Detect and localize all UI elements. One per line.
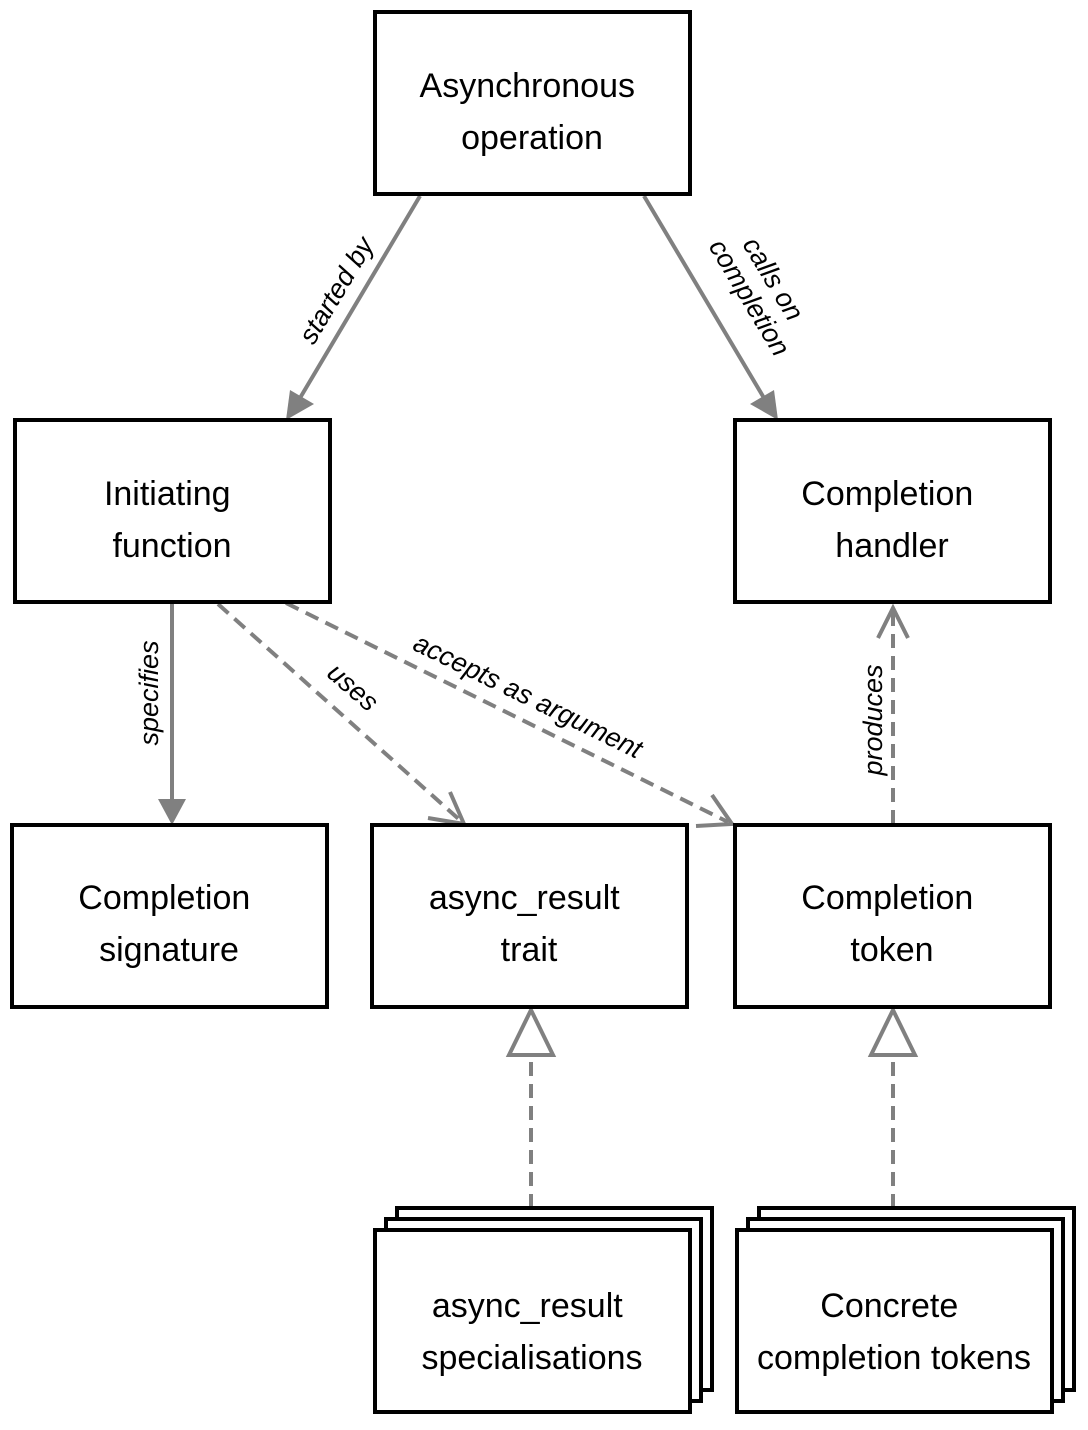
node-completion-signature-label: Completion signature [78, 879, 259, 969]
node-label-line: Initiating [104, 475, 231, 513]
edge-label-produces: produces [858, 664, 888, 776]
edge-started-by: started by [286, 194, 422, 420]
node-async-result-trait: async_result trait [370, 823, 689, 1009]
node-label-line: Completion [801, 475, 973, 513]
node-label-line: async_result [429, 879, 620, 917]
node-label-line: Concrete [820, 1287, 958, 1325]
node-completion-token: Completion token [733, 823, 1052, 1009]
node-concrete-completion-tokens-label: Concrete completion tokens [757, 1287, 1031, 1377]
node-label-line: trait [501, 931, 558, 969]
edge-produces: produces [858, 603, 910, 824]
edge-label-accepts-as-argument: accepts as argument [409, 627, 649, 764]
node-completion-token-label: Completion token [801, 879, 982, 969]
node-async-result-specialisations: async_result specialisations [373, 1206, 714, 1414]
node-completion-signature: Completion signature [10, 823, 329, 1009]
node-initiating-function: Initiating function [13, 418, 332, 604]
node-completion-handler: Completion handler [733, 418, 1052, 604]
node-label-line: Completion [801, 879, 973, 917]
node-completion-handler-label: Completion handler [801, 475, 982, 565]
node-concrete-completion-tokens: Concrete completion tokens [735, 1206, 1076, 1414]
node-async-result-trait-label: async_result trait [429, 879, 629, 969]
node-asynchronous-operation-label: Asynchronous operation [420, 67, 645, 157]
node-label-line: signature [99, 931, 239, 969]
edge-specifies: specifies [134, 604, 186, 825]
edge-realizes-async-result-trait [505, 1005, 557, 1230]
node-asynchronous-operation: Asynchronous operation [373, 10, 692, 196]
edge-calls-on-completion: calls on completion [642, 194, 822, 420]
node-label-line: handler [835, 527, 948, 565]
edge-label-started-by: started by [293, 231, 381, 349]
node-label-line: token [850, 931, 933, 969]
node-label-line: Completion [78, 879, 250, 917]
node-label-line: function [112, 527, 231, 565]
node-async-result-specialisations-label: async_result specialisations [421, 1287, 642, 1377]
node-label-line: async_result [432, 1287, 623, 1325]
node-label-line: operation [461, 119, 603, 157]
node-label-line: completion tokens [757, 1339, 1031, 1377]
edge-label-calls-on-completion: calls on completion [703, 218, 822, 361]
edge-label-uses: uses [322, 657, 385, 717]
edge-accepts-as-argument: accepts as argument [285, 601, 736, 828]
node-label-line: Asynchronous [420, 67, 635, 105]
node-initiating-function-label: Initiating function [104, 475, 240, 565]
node-label-line: specialisations [421, 1339, 642, 1377]
edge-realizes-completion-token [867, 1005, 919, 1230]
edge-label-specifies: specifies [134, 640, 164, 745]
